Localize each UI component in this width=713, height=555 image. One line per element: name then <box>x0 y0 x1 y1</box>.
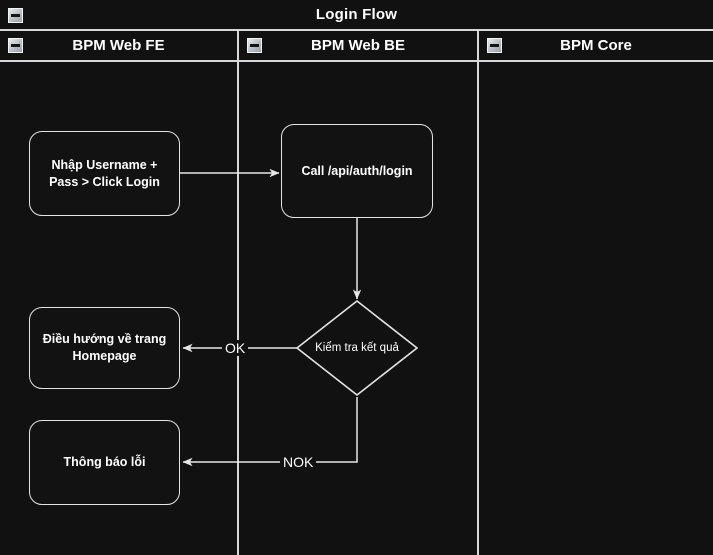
task-input-credentials-label: Nhập Username + Pass > Click Login <box>49 157 160 189</box>
lane-header-row: BPM Web FE BPM Web BE BPM Core <box>0 31 713 62</box>
task-show-error[interactable]: Thông báo lỗi <box>29 420 180 505</box>
pool-collapse-minus-icon[interactable] <box>8 8 23 23</box>
lane-title-bpm-core: BPM Core <box>560 37 632 54</box>
lane-divider-1 <box>237 31 239 555</box>
task-input-credentials[interactable]: Nhập Username + Pass > Click Login <box>29 131 180 216</box>
page-title: Login Flow <box>315 6 398 23</box>
lane-collapse-minus-icon-bpm-web-fe[interactable] <box>8 38 23 53</box>
lane-header-bpm-web-be: BPM Web BE <box>239 31 477 60</box>
task-call-login-api[interactable]: Call /api/auth/login <box>281 124 433 218</box>
decision-diamond-shape <box>296 300 418 396</box>
task-redirect-homepage[interactable]: Điều hướng về trang Homepage <box>29 307 180 389</box>
lane-body-bpm-core <box>479 62 713 555</box>
edge-label-nok: NOK <box>280 454 317 470</box>
lane-divider-2 <box>477 31 479 555</box>
task-show-error-label: Thông báo lỗi <box>63 455 146 470</box>
lane-title-bpm-web-fe: BPM Web FE <box>72 37 165 54</box>
pool-title-bar: Login Flow <box>0 0 713 31</box>
lane-collapse-minus-icon-bpm-core[interactable] <box>487 38 502 53</box>
decision-check-result-label: Kiểm tra kết quả <box>315 342 399 354</box>
lane-title-bpm-web-be: BPM Web BE <box>311 37 405 54</box>
task-call-login-api-label: Call /api/auth/login <box>301 163 413 178</box>
lane-header-bpm-core: BPM Core <box>479 31 713 60</box>
edge-label-ok: OK <box>222 340 249 356</box>
lane-header-bpm-web-fe: BPM Web FE <box>0 31 237 60</box>
decision-check-result[interactable]: Kiểm tra kết quả <box>296 300 418 396</box>
lane-collapse-minus-icon-bpm-web-be[interactable] <box>247 38 262 53</box>
task-redirect-homepage-label: Điều hướng về trang Homepage <box>42 332 167 363</box>
